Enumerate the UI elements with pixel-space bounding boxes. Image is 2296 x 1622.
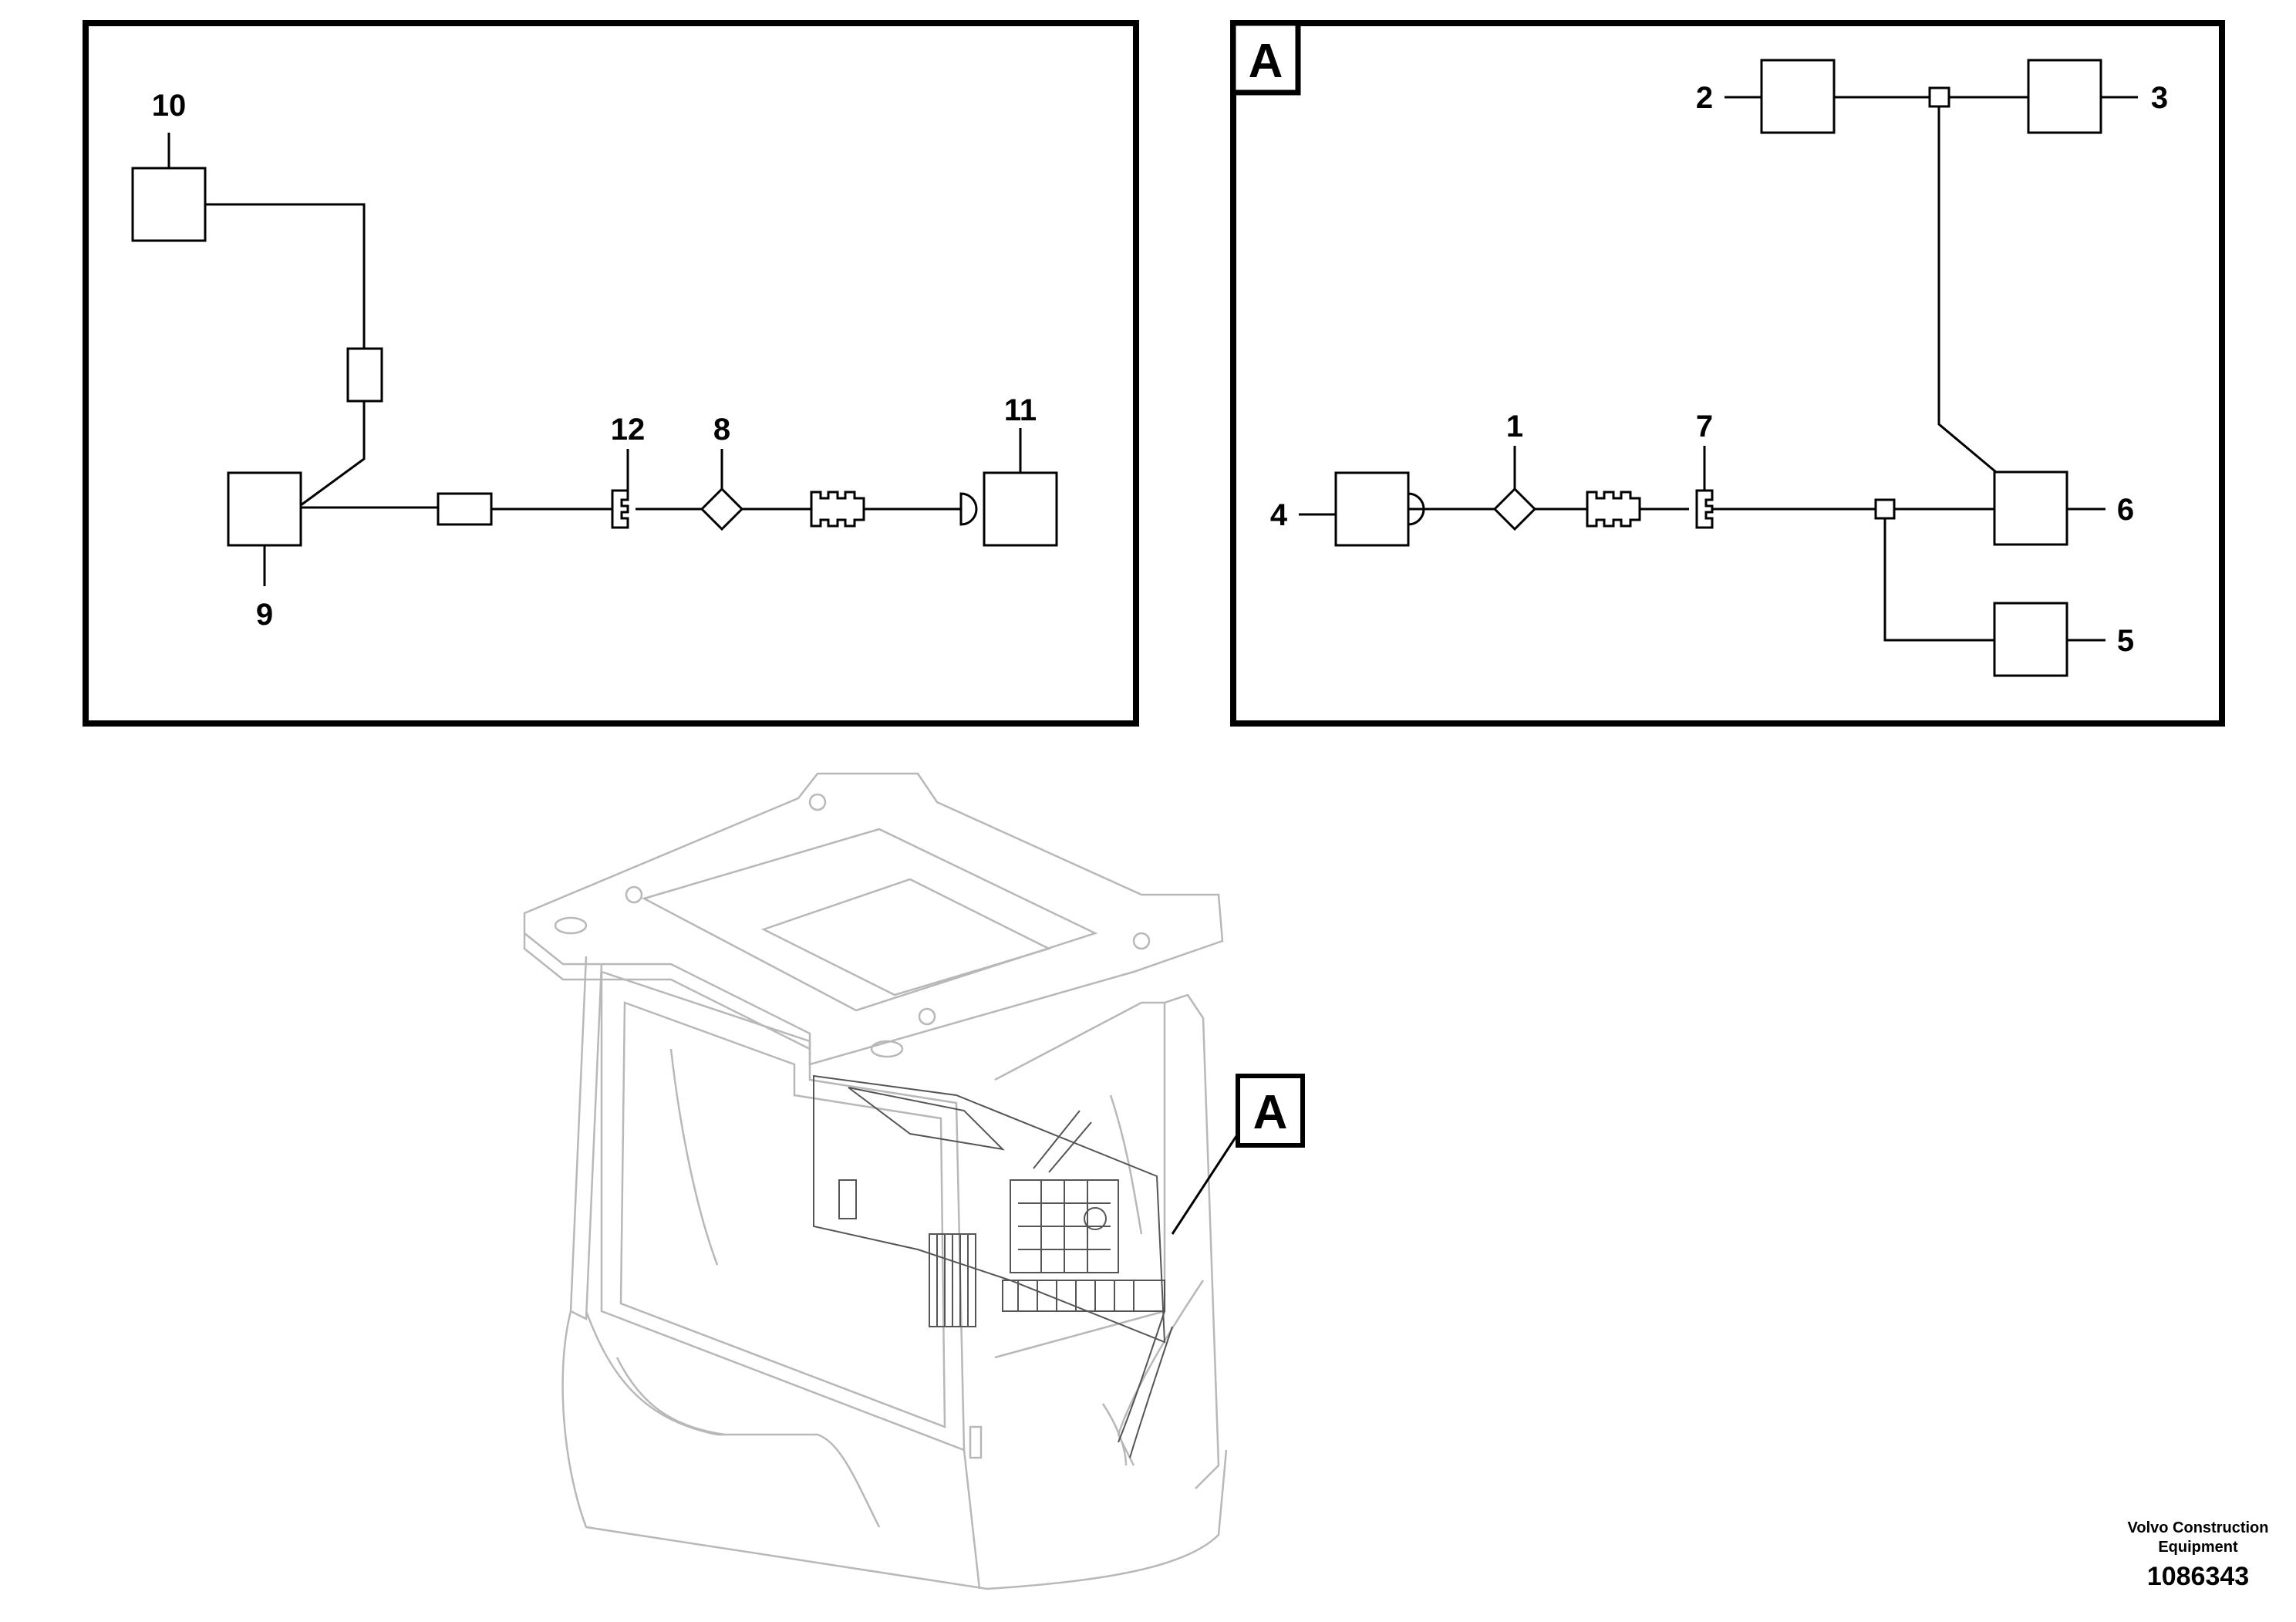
bus-bar-symbol-a (1586, 491, 1641, 528)
plug-12-symbol (611, 489, 629, 529)
roof-bolt (625, 885, 643, 904)
bus-bar-symbol (810, 491, 865, 528)
roof-bolt (808, 793, 827, 811)
windscreen-reflection (669, 1048, 719, 1266)
cab-front-skirt (585, 1310, 881, 1528)
component-2-box (1760, 59, 1836, 134)
callout-9: 9 (256, 598, 273, 632)
fuse-strip (1002, 1280, 1165, 1312)
callout-4: 4 (1270, 498, 1288, 532)
callout-6: 6 (2117, 493, 2134, 527)
roof-lifting-eye (870, 1040, 904, 1058)
callout-3: 3 (2151, 81, 2168, 115)
harness-wires (1033, 1110, 1092, 1173)
component-4-box (1334, 471, 1410, 547)
drawing-footer: Volvo Construction Equipment 1086343 (2128, 1519, 2269, 1591)
panel-relay-round (1084, 1207, 1107, 1230)
plug-7-symbol (1695, 489, 1714, 529)
panel-base-plate (813, 1074, 1166, 1344)
cab-view-a-label: A (1253, 1086, 1288, 1139)
component-11-box (983, 471, 1058, 547)
panel-top-bracket (848, 1087, 1005, 1151)
cab-lower-body (561, 1310, 1228, 1590)
front-pillar (569, 956, 603, 1320)
cab-illustration: A (523, 772, 1305, 1590)
cab-view-a-label-box (1236, 1074, 1305, 1148)
component-5-box (1993, 602, 2068, 677)
wire-junction-to-5 (1883, 518, 1994, 642)
brand-line-2: Equipment (2158, 1539, 2238, 1556)
right-panel-frame (1230, 20, 2225, 727)
diode-1-symbol (1492, 487, 1537, 531)
heatsink-fins (936, 1234, 969, 1327)
relay-grid (1018, 1180, 1111, 1273)
harness-lower-run (1118, 1310, 1173, 1458)
rear-pillar (1164, 993, 1220, 1489)
cab-skirt-detail (615, 1357, 726, 1436)
diode-8-symbol (700, 487, 744, 531)
wire-fuse-to-9 (300, 401, 366, 507)
side-window-reflection (1109, 1094, 1143, 1235)
cab-roof-outline (523, 772, 1224, 1066)
brand-line-1: Volvo Construction (2128, 1519, 2269, 1536)
callout-12: 12 (611, 413, 646, 447)
view-a-label: A (1249, 35, 1283, 88)
roof-bolt (1132, 932, 1151, 950)
junction-lower (1874, 498, 1896, 520)
cab-roof-panel (760, 878, 1052, 996)
view-a-leader (1171, 1133, 1239, 1235)
left-schematic-panel: 10 11 12 8 9 (83, 20, 1139, 727)
wire-junction-to-6 (1937, 106, 1997, 474)
callout-5: 5 (2117, 624, 2134, 658)
callout-2: 2 (1696, 81, 1713, 115)
roof-lifting-eye (554, 916, 588, 935)
callout-8: 8 (713, 413, 730, 447)
callout-10: 10 (152, 89, 187, 123)
view-a-label-box (1230, 20, 1301, 96)
door-hinge (969, 1425, 983, 1459)
junction-top (1928, 86, 1950, 108)
panel-connector (838, 1179, 857, 1219)
roof-bolt (918, 1007, 936, 1026)
cab-roof-hatch (641, 828, 1098, 1012)
wire-10-to-fuse (205, 203, 366, 349)
electrical-distribution-panel (813, 1074, 1173, 1458)
left-panel-frame (83, 20, 1139, 727)
callout-11: 11 (1004, 393, 1037, 427)
door-handle-rail (1101, 1403, 1128, 1466)
socket-11-symbol (959, 492, 978, 526)
cab-roof-edge (523, 933, 811, 1050)
drawing-number: 1086343 (2147, 1562, 2249, 1591)
right-schematic-panel: A 2 3 1 7 4 6 (1230, 20, 2225, 727)
component-9-box (227, 471, 302, 547)
component-6-box (1993, 470, 2068, 546)
door-seam (963, 1449, 981, 1590)
component-10-box (131, 167, 207, 242)
fuse-component (346, 347, 383, 403)
component-3-box (2027, 59, 2102, 134)
connector-component (437, 492, 493, 526)
socket-4-symbol (1407, 492, 1425, 526)
door-frame-curve (1117, 1280, 1205, 1466)
windscreen-frame (600, 970, 966, 1452)
windscreen-glass (619, 1001, 946, 1428)
callout-1: 1 (1506, 410, 1523, 443)
fuse-strip-slots (1017, 1280, 1135, 1311)
callout-7: 7 (1696, 410, 1713, 443)
